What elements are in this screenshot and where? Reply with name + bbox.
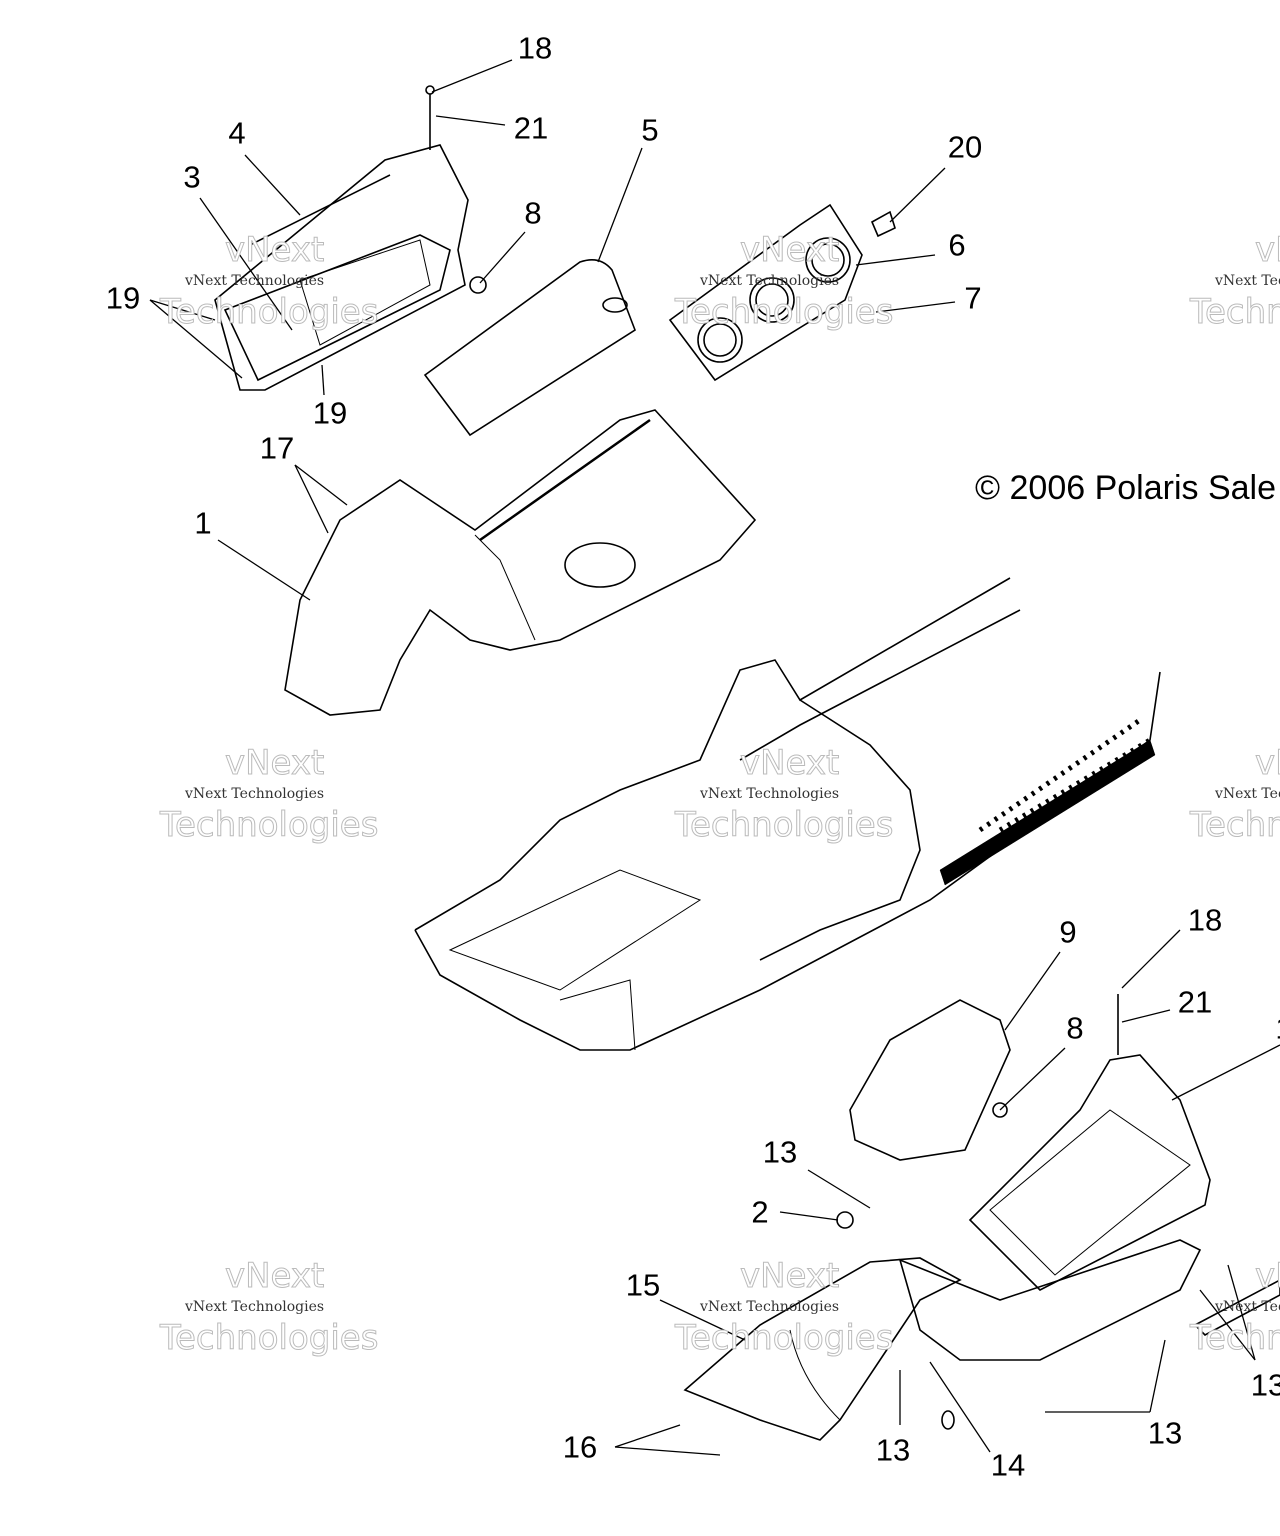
callout-16: 16 — [562, 1429, 598, 1465]
callout-8: 8 — [524, 195, 542, 231]
copyright-notice: © 2006 Polaris Sale — [975, 469, 1277, 507]
part-cover — [849, 999, 1011, 1161]
callout-2: 2 — [751, 1194, 769, 1230]
part-gauge-plate — [668, 203, 896, 382]
callout-4: 4 — [228, 115, 246, 151]
callout-15: 15 — [625, 1267, 661, 1303]
callout-13: 13 — [1250, 1367, 1280, 1403]
callout-13: 13 — [762, 1134, 798, 1170]
callout-3: 3 — [183, 159, 201, 195]
callout-19: 19 — [105, 280, 141, 316]
callout-1: 1 — [1275, 1013, 1280, 1044]
callout-5: 5 — [641, 112, 659, 148]
callout-14: 14 — [990, 1447, 1026, 1483]
callout-18: 18 — [1187, 902, 1223, 938]
callout-9: 9 — [1059, 914, 1077, 950]
callout-13: 13 — [875, 1432, 911, 1468]
callout-7: 7 — [964, 280, 982, 316]
callout-18: 18 — [517, 30, 553, 66]
callout-20: 20 — [947, 129, 983, 165]
part-side-panel — [683, 1211, 1280, 1441]
callout-21: 21 — [513, 110, 549, 146]
callout-8: 8 — [1066, 1010, 1084, 1046]
part-console-bottom — [898, 994, 1211, 1361]
part-console-top — [214, 85, 469, 391]
part-windshield-panel — [423, 259, 636, 437]
callout-19: 19 — [312, 395, 348, 431]
part-chassis — [414, 577, 1161, 1051]
callout-6: 6 — [948, 227, 966, 263]
callout-21: 21 — [1177, 984, 1213, 1020]
callout-17: 17 — [259, 430, 295, 466]
leader-lines — [149, 59, 1280, 1456]
callout-13: 13 — [1147, 1415, 1183, 1451]
callout-1: 1 — [194, 505, 212, 541]
part-hood — [284, 409, 757, 716]
